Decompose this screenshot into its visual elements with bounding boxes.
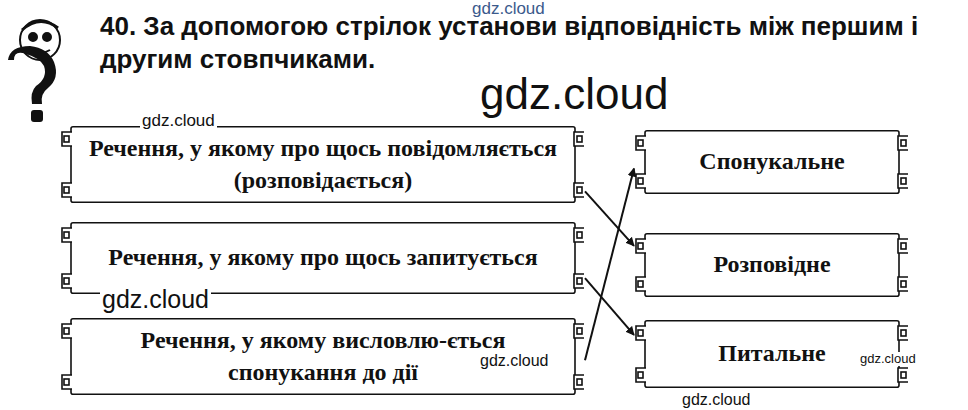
watermark: gdz.cloud	[858, 352, 918, 366]
watermark: gdz.cloud	[478, 70, 670, 118]
match-arrow	[585, 168, 634, 360]
task-title: 40. За допомогою стрілок установи відпов…	[100, 10, 950, 75]
box-text: Речення, у якому про щось запитується	[62, 242, 584, 273]
watermark: gdz.cloud	[478, 352, 551, 370]
match-arrow	[585, 278, 634, 335]
answer-box: Розповідне	[636, 233, 908, 297]
box-text: Розповідне	[636, 249, 908, 280]
definition-box: Речення, у якому про щось запитується	[62, 222, 584, 294]
box-text: Речення, у якому про щось повідомляється…	[62, 133, 584, 195]
box-text: Спонукальне	[636, 146, 908, 177]
watermark: gdz.cloud	[680, 391, 753, 409]
watermark: gdz.cloud	[470, 0, 547, 19]
definition-box: Речення, у якому про щось повідомляється…	[62, 126, 584, 203]
watermark: gdz.cloud	[100, 286, 211, 314]
watermark: gdz.cloud	[140, 112, 217, 131]
answer-box: Спонукальне	[636, 130, 908, 194]
